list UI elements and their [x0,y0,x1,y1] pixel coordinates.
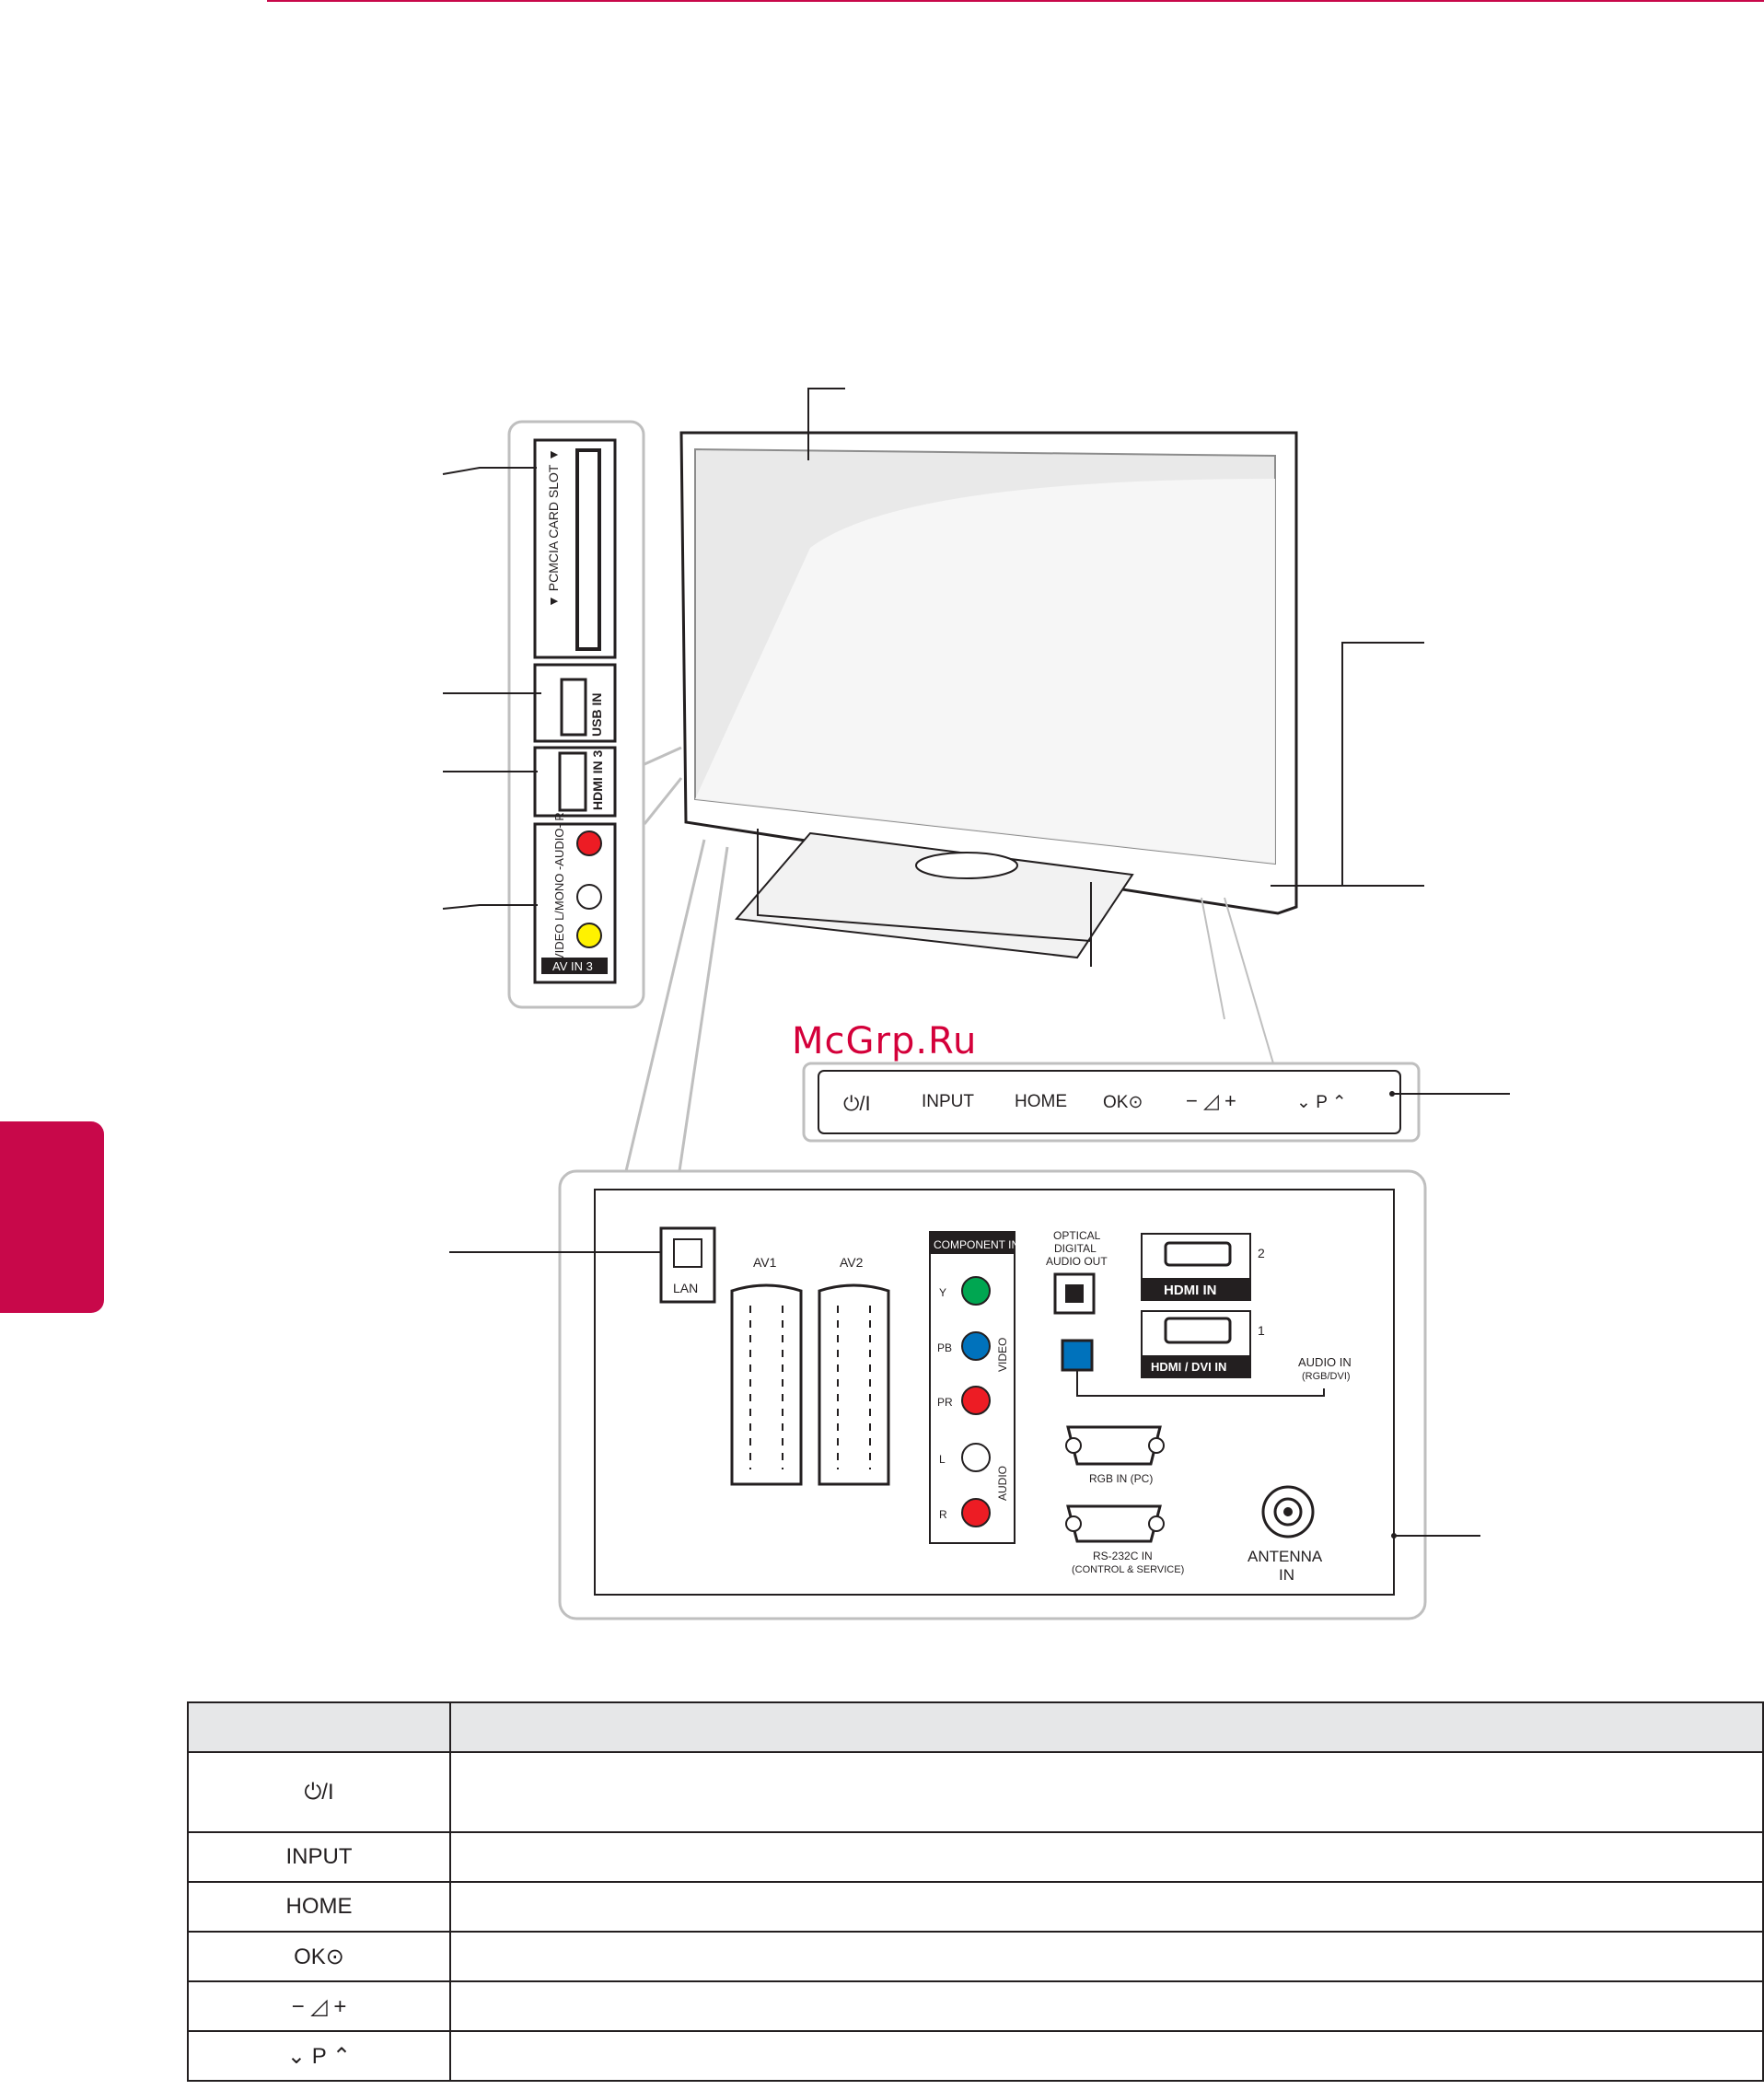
lan-port [673,1238,702,1268]
svg-text:PB: PB [937,1341,952,1354]
table-cell-button: INPUT [187,1831,451,1883]
hdmi-dvi-label: HDMI / DVI IN [1151,1360,1226,1374]
lan-port-box [659,1226,716,1304]
table-cell-button: HOME [187,1881,451,1933]
scart-av2 [818,1283,890,1486]
hdmi3-label: HDMI IN 3 [590,749,605,810]
table-header-button [187,1701,451,1753]
table-cell-description [449,1980,1764,2032]
usb-label: USB IN [589,693,604,737]
audio-l-rear-jack [961,1443,991,1472]
pcmcia-slot-box [533,438,617,659]
table-cell-button: ⌄ P ⌃ [187,2030,451,2082]
av-in3-label: AV IN 3 [552,959,593,973]
hdmi3-port [558,751,587,812]
table-header-row [187,1701,1764,1753]
svg-text:VIDEO: VIDEO [996,1338,1009,1372]
component-label: COMPONENT IN [934,1238,1019,1251]
svg-text:Y: Y [939,1286,946,1299]
home-button-label: HOME [1015,1092,1067,1111]
pcmcia-label: ▼ PCMCIA CARD SLOT ▼ [546,448,561,608]
table-cell-button: ⏻/I [187,1751,451,1833]
top-rule [267,0,1764,2]
pb-jack [961,1331,991,1361]
svg-text:L: L [939,1453,946,1466]
svg-text:AUDIO OUT: AUDIO OUT [1046,1255,1108,1268]
table-row: ⏻/I [187,1751,1764,1833]
table-cell-description [449,1831,1764,1883]
svg-text:(RGB/DVI): (RGB/DVI) [1302,1371,1351,1382]
table-header-description [449,1701,1764,1753]
video-jack [576,923,602,948]
rear-panel-inner [594,1189,1395,1596]
av-label: VIDEO L/MONO -AUDIO- R [552,812,566,961]
scart-av1 [730,1283,803,1486]
watermark: McGrp.Ru [792,1020,978,1062]
svg-text:ANTENNA: ANTENNA [1248,1548,1323,1565]
table-row: OK⊙ [187,1931,1764,1982]
svg-text:AUDIO IN: AUDIO IN [1298,1355,1352,1369]
av2-label: AV2 [840,1255,864,1270]
svg-text:2: 2 [1258,1246,1265,1260]
table-row: HOME [187,1881,1764,1933]
svg-text:RS-232C IN: RS-232C IN [1093,1550,1153,1562]
av-in3-badge [541,958,608,974]
av1-label: AV1 [753,1255,777,1270]
section-tab [0,1121,104,1313]
svg-text:RGB IN (PC): RGB IN (PC) [1089,1472,1153,1485]
svg-text:(CONTROL & SERVICE): (CONTROL & SERVICE) [1072,1564,1184,1575]
table-cell-button: OK⊙ [187,1931,451,1982]
power-button-label: ⏻/I [843,1092,871,1115]
svg-text:PR: PR [937,1396,953,1409]
control-strip-outer [802,1062,1421,1143]
table-cell-description [449,1881,1764,1933]
table-row: ⌄ P ⌃ [187,2030,1764,2082]
svg-text:OPTICAL: OPTICAL [1053,1229,1101,1242]
hdmi-in-label: HDMI IN [1164,1283,1217,1298]
table-cell-description [449,1751,1764,1833]
audio-l-jack [576,884,602,910]
svg-text:R: R [939,1508,947,1521]
table-cell-button: − ◿ + [187,1980,451,2032]
svg-text:AUDIO: AUDIO [996,1466,1009,1501]
audio-r-rear-jack [961,1498,991,1527]
tv-diagram: ▼ PCMCIA CARD SLOT ▼ USB IN HDMI IN 3 VI… [442,388,1510,1620]
svg-text:1: 1 [1258,1323,1265,1338]
table-cell-description [449,2030,1764,2082]
lan-label: LAN [673,1281,698,1295]
av-in-box [533,822,617,984]
side-panel-outline [507,420,645,1009]
volume-button-label: − ◿ + [1186,1089,1236,1112]
usb-box [533,663,617,743]
button-table: ⏻/I INPUT HOME OK⊙ − ◿ + ⌄ P ⌃ [187,1701,1764,2082]
hdmi3-box [533,746,617,818]
hdmi2-port [1164,1241,1232,1267]
pr-jack [961,1386,991,1415]
ok-button-label: OK⊙ [1103,1093,1143,1112]
table-row: INPUT [187,1831,1764,1883]
table-cell-description [449,1931,1764,1982]
hdmi1-port [1164,1317,1232,1344]
y-jack [961,1276,991,1306]
input-button-label: INPUT [922,1092,974,1111]
audio-in-jack [1061,1339,1094,1372]
audio-r-jack [576,830,602,856]
usb-port [560,678,587,737]
svg-text:IN: IN [1279,1566,1294,1584]
pcmcia-slot [575,448,601,651]
rear-panel-outer [558,1169,1427,1620]
svg-text:DIGITAL: DIGITAL [1054,1242,1097,1255]
control-strip: ⏻/I INPUT HOME OK⊙ − ◿ + ⌄ P ⌃ [818,1070,1394,1136]
program-button-label: ⌄ P ⌃ [1296,1093,1347,1112]
tv-stand [735,831,1134,959]
control-strip-inner [818,1070,1401,1134]
table-row: − ◿ + [187,1980,1764,2032]
